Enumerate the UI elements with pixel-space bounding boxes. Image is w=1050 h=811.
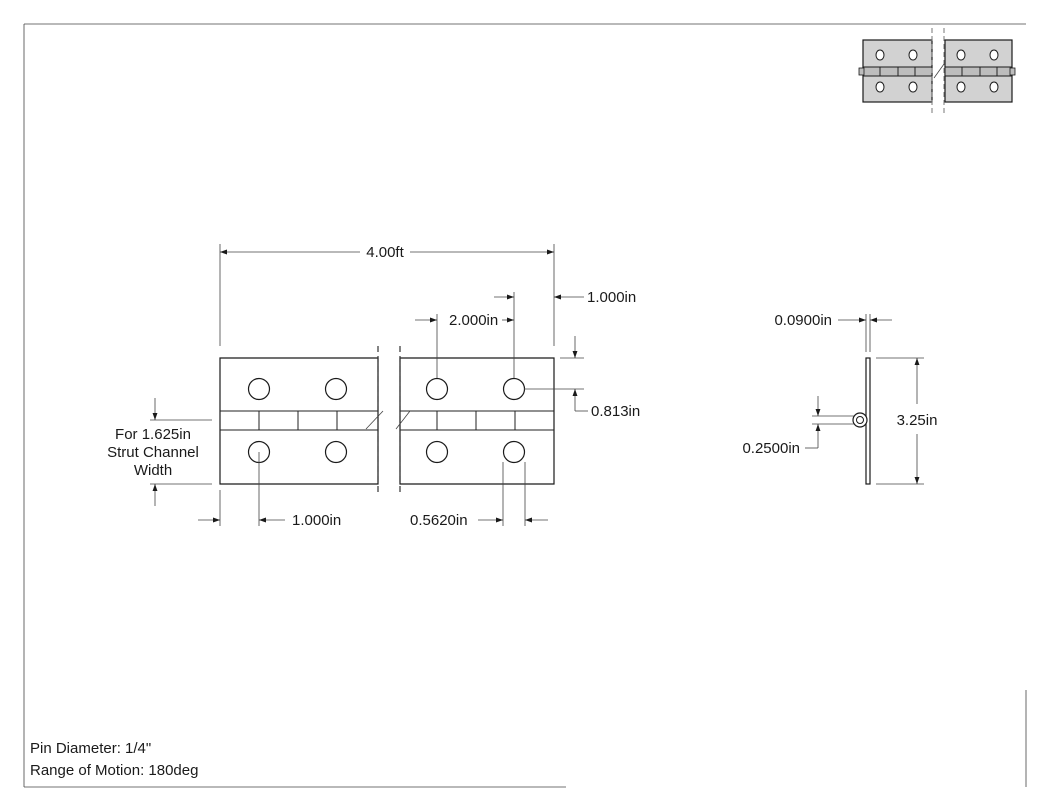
dim-pin-diameter: 0.2500in xyxy=(742,396,854,457)
hinge-thumbnail xyxy=(858,28,1016,114)
dim-bottom-left: 1.000in xyxy=(198,452,341,529)
note-pin-diameter: Pin Diameter: 1/4" xyxy=(30,740,151,757)
dim-hole-spacing-label: 2.000in xyxy=(449,312,498,329)
strut-note-line-2: Strut Channel xyxy=(107,444,199,461)
hinge-front-view xyxy=(219,346,555,494)
dim-overall-length-label: 4.00ft xyxy=(366,244,404,261)
dim-strut-channel: For 1.625in Strut Channel Width xyxy=(107,398,212,506)
hinge-side-view xyxy=(852,357,871,485)
dim-bottom-left-label: 1.000in xyxy=(292,512,341,529)
dim-overall-length: 4.00ft xyxy=(219,244,555,346)
dim-pin-diameter-label: 0.2500in xyxy=(742,440,800,457)
dim-edge-offset-label: 1.000in xyxy=(587,289,636,306)
strut-note-line-3: Width xyxy=(134,462,172,479)
dim-bottom-right-label: 0.5620in xyxy=(410,512,468,529)
dim-hole-spacing: 2.000in xyxy=(415,312,514,378)
sheet-border xyxy=(23,23,1027,788)
dim-hole-row-offset-label: 0.813in xyxy=(591,403,640,420)
dim-thickness-label: 0.0900in xyxy=(774,312,832,329)
dim-height: 3.25in xyxy=(876,357,938,485)
dim-bottom-right: 0.5620in xyxy=(410,462,548,529)
dim-thickness: 0.0900in xyxy=(774,312,892,352)
dim-hole-row-offset: 0.813in xyxy=(524,336,640,420)
dim-height-label: 3.25in xyxy=(897,412,938,429)
strut-note-line-1: For 1.625in xyxy=(115,426,191,443)
note-range-of-motion: Range of Motion: 180deg xyxy=(30,762,198,779)
dim-edge-offset: 1.000in xyxy=(494,289,636,378)
